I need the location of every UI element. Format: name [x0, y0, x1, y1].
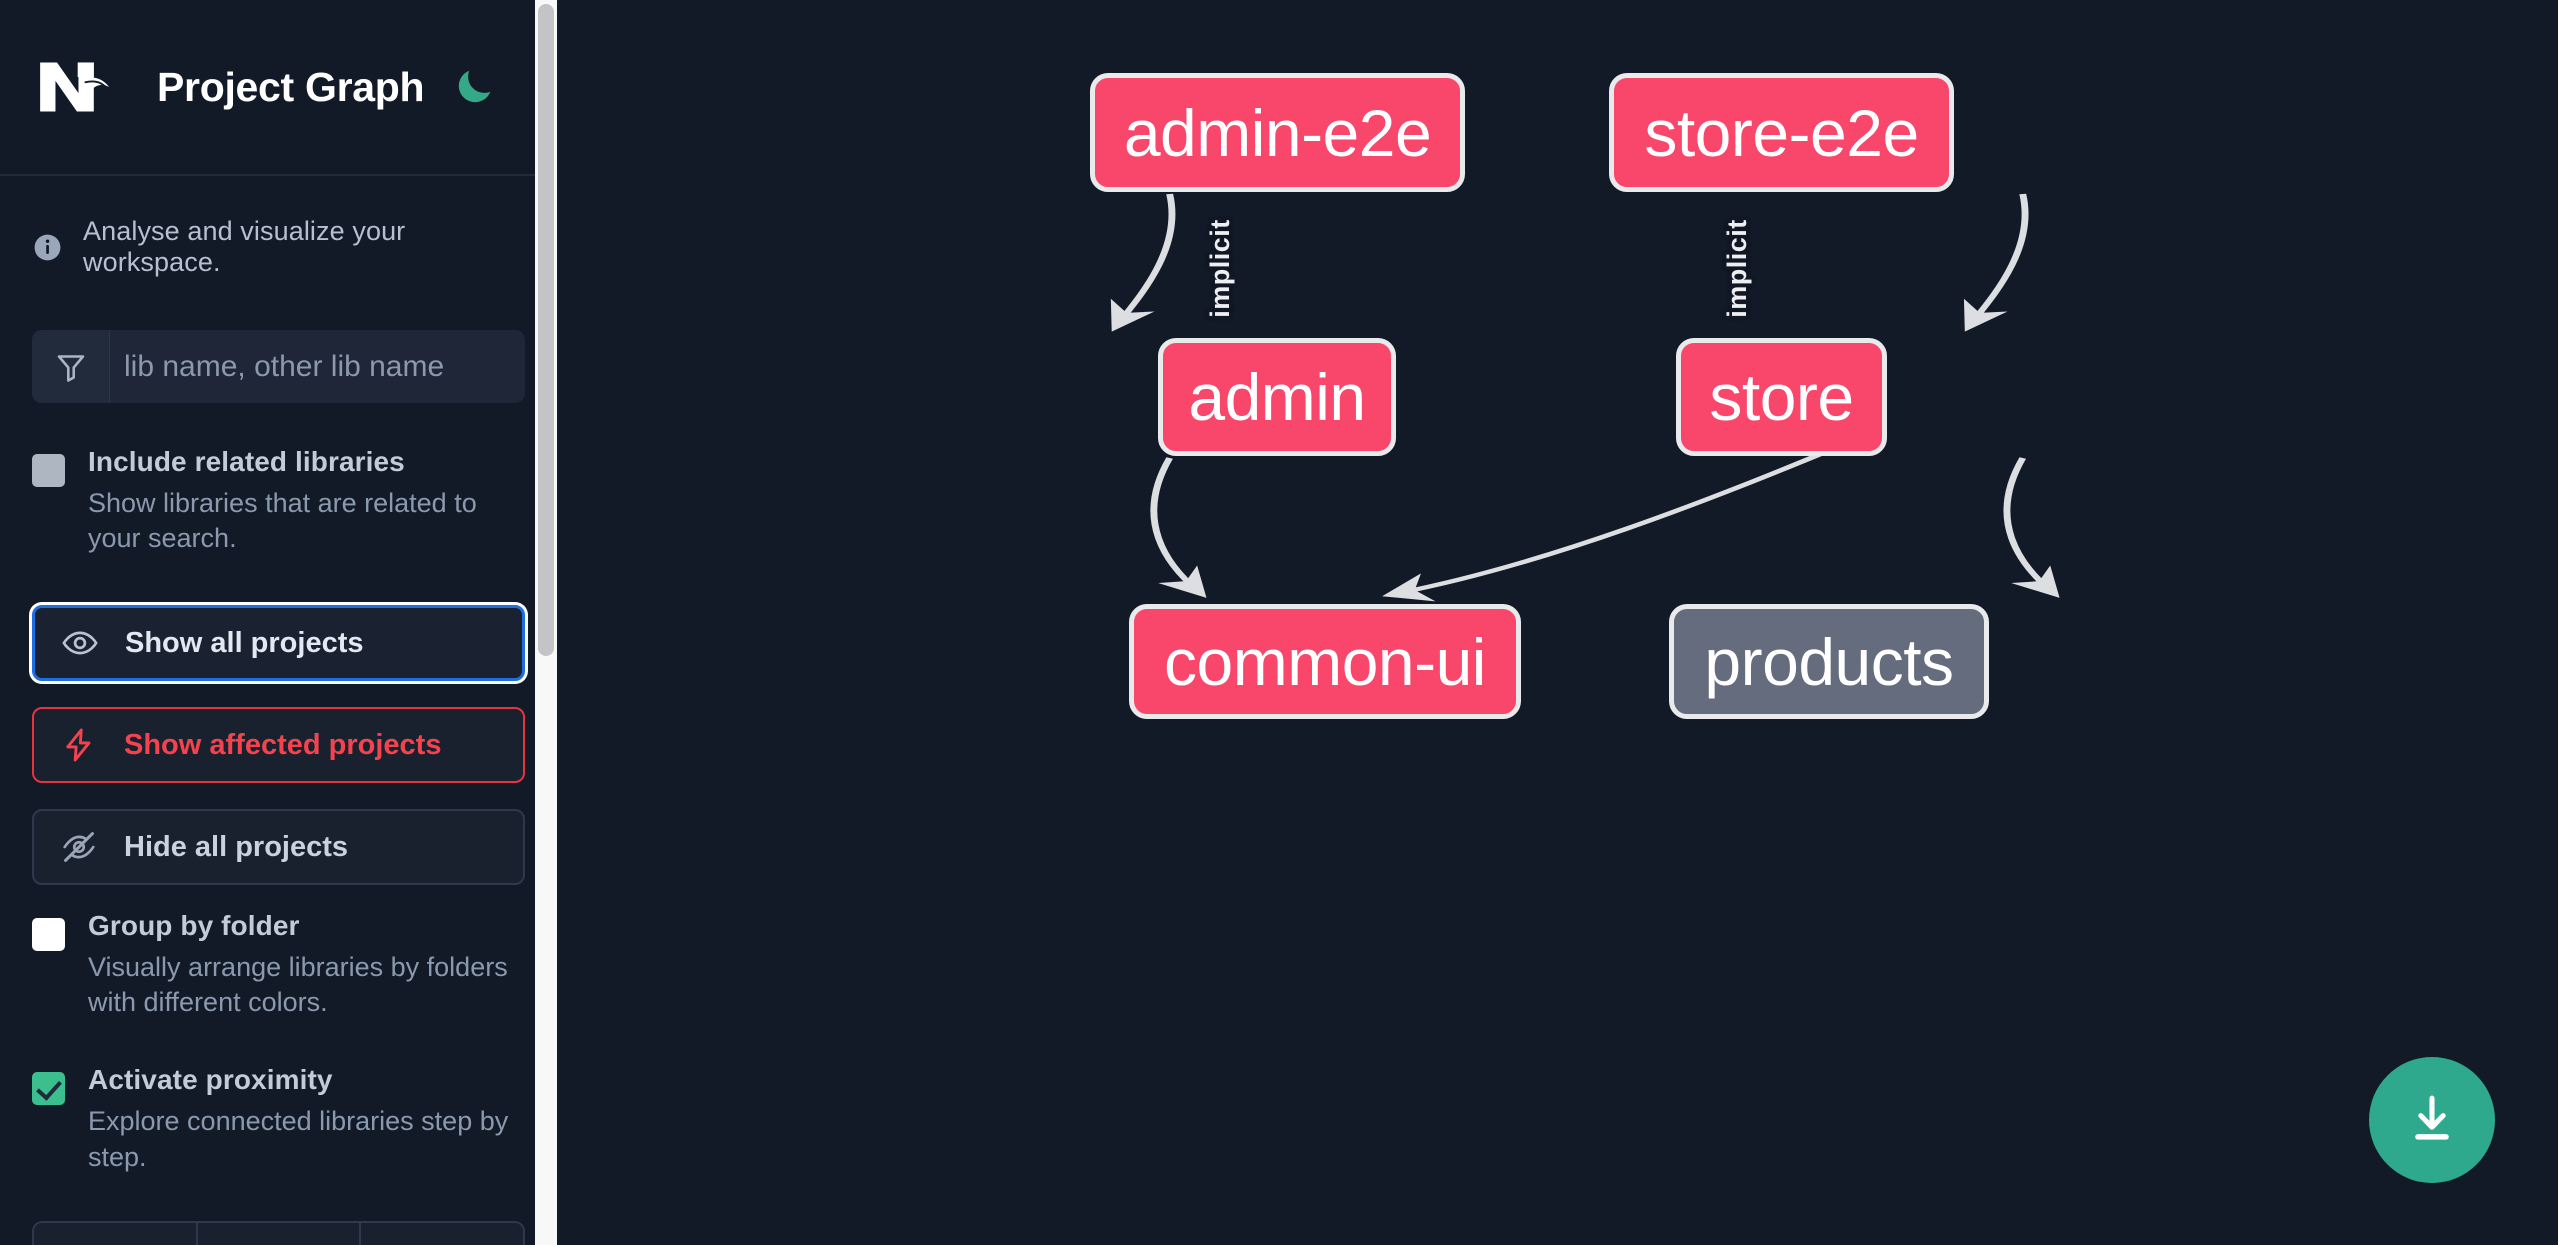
show-all-projects-button[interactable]: Show all projects: [32, 605, 525, 682]
info-icon: [32, 232, 63, 263]
show-affected-projects-button[interactable]: Show affected projects: [32, 707, 525, 784]
group-by-folder-checkbox[interactable]: [32, 918, 65, 952]
hide-all-projects-label: Hide all projects: [124, 830, 349, 863]
hide-all-projects-button[interactable]: Hide all projects: [32, 809, 525, 886]
proximity-segment-2[interactable]: [195, 1221, 360, 1245]
funnel-icon: [32, 330, 110, 403]
proximity-segmented-control: [32, 1221, 525, 1245]
eye-off-icon: [60, 828, 98, 866]
edge-admin-e2e-to-admin: [1110, 193, 1176, 332]
moon-icon[interactable]: [451, 64, 497, 110]
include-related-label: Include related libraries: [88, 446, 405, 477]
graph-node-admin-e2e[interactable]: admin-e2e: [1090, 73, 1465, 192]
graph-node-common-ui[interactable]: common-ui: [1129, 604, 1521, 719]
graph-node-products[interactable]: products: [1669, 604, 1989, 719]
graph-node-label: common-ui: [1164, 624, 1486, 699]
activate-proximity-label: Activate proximity: [88, 1064, 333, 1096]
graph-node-store[interactable]: store: [1676, 338, 1887, 456]
show-all-projects-label: Show all projects: [125, 626, 364, 659]
action-buttons-group: Show all projects Show affected projects: [32, 605, 525, 886]
graph-node-admin[interactable]: admin: [1158, 338, 1396, 456]
activate-proximity-row[interactable]: Activate proximity Explore connected lib…: [32, 1064, 525, 1175]
graph-canvas[interactable]: admin-e2e store-e2e admin store common-u…: [557, 0, 2558, 1245]
analyse-text: Analyse and visualize your workspace.: [83, 216, 406, 277]
lightning-icon: [60, 726, 98, 764]
activate-proximity-description: Explore connected libraries step by step…: [88, 1105, 509, 1172]
download-graph-button[interactable]: [2369, 1057, 2495, 1183]
graph-node-store-e2e[interactable]: store-e2e: [1609, 73, 1954, 192]
graph-node-label: admin: [1188, 360, 1366, 434]
graph-node-label: store: [1709, 360, 1854, 434]
edge-store-to-common-ui: [1382, 442, 1847, 602]
proximity-segment-1[interactable]: [32, 1221, 196, 1245]
include-related-description: Show libraries that are related to your …: [88, 487, 477, 554]
sidebar-header: Project Graph: [0, 0, 557, 176]
proximity-segment-3[interactable]: [359, 1221, 525, 1245]
nx-logo-icon: [34, 56, 126, 118]
graph-node-label: admin-e2e: [1123, 95, 1432, 170]
group-by-folder-label: Group by folder: [88, 910, 300, 942]
sidebar: Project Graph Analyse and visualize your…: [0, 0, 557, 1245]
show-affected-projects-label: Show affected projects: [124, 728, 442, 761]
download-icon: [2403, 1090, 2461, 1151]
eye-icon: [61, 624, 99, 662]
group-by-folder-description: Visually arrange libraries by folders wi…: [88, 951, 508, 1018]
edge-store-to-products: [2003, 457, 2060, 598]
page-title: Project Graph: [157, 63, 425, 110]
sidebar-scrollbar-thumb[interactable]: [538, 4, 554, 656]
analyse-info-row: Analyse and visualize your workspace.: [32, 176, 525, 278]
sidebar-body: Analyse and visualize your workspace. In…: [0, 176, 557, 1245]
graph-node-label: products: [1704, 624, 1954, 699]
graph-node-label: store-e2e: [1644, 95, 1919, 170]
activate-proximity-checkbox[interactable]: [32, 1072, 65, 1106]
sidebar-scrollbar[interactable]: [535, 0, 557, 1245]
edge-admin-to-common-ui: [1150, 457, 1207, 598]
filter-input[interactable]: [110, 330, 525, 403]
graph-edges-layer: [1110, 193, 2060, 602]
filter-search-box[interactable]: [32, 330, 525, 403]
group-by-folder-row[interactable]: Group by folder Visually arrange librari…: [32, 910, 525, 1021]
edge-store-e2e-to-store: [1963, 193, 2029, 332]
include-related-checkbox[interactable]: [32, 454, 65, 487]
include-related-libraries-row[interactable]: Include related libraries Show libraries…: [32, 446, 525, 557]
